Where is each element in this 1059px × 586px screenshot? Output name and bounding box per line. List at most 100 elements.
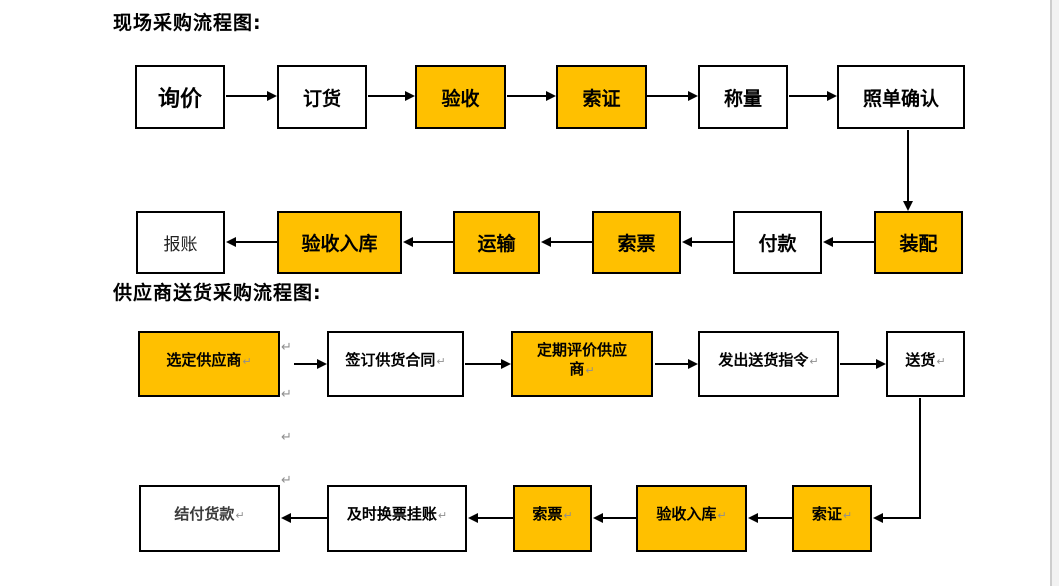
box-label: 索票: [532, 505, 563, 523]
arrow-right-icon: [317, 359, 327, 369]
arrow-left-icon: [748, 513, 758, 523]
supplier-step-invoice: 索票↵: [513, 485, 592, 552]
box-label: 照单确认: [862, 87, 939, 110]
paragraph-mark: ↵: [281, 473, 292, 488]
box-label: 结付货款: [174, 505, 235, 523]
arrow-line: [647, 95, 689, 97]
arrow-left-icon: [226, 237, 236, 247]
onsite-step-certificates: 索证: [556, 65, 647, 129]
box-label: 验收: [441, 87, 480, 110]
paragraph-mark: ↵: [281, 387, 292, 402]
arrow-right-icon: [827, 91, 837, 101]
arrow-right-icon: [876, 359, 886, 369]
arrow-right-icon: [688, 91, 698, 101]
supplier-step-contract: 签订供货合同↵: [327, 331, 464, 397]
arrow-line: [602, 517, 636, 519]
arrow-left-icon: [468, 513, 478, 523]
onsite-step-warehouse: 验收入库: [277, 211, 402, 274]
box-label: 询价: [157, 87, 202, 112]
arrow-line: [226, 95, 268, 97]
box-label: 订货: [302, 87, 341, 110]
arrow-line: [290, 517, 327, 519]
paragraph-mark: ↵: [437, 509, 448, 522]
box-label: 付款: [758, 233, 797, 255]
supplier-step-dispatch-order: 发出送货指令↵: [698, 331, 839, 397]
onsite-step-payment: 付款: [733, 211, 822, 274]
paragraph-mark: ↵: [281, 340, 292, 355]
paragraph-mark: ↵: [809, 354, 819, 368]
box-label: 选定供应商: [166, 350, 242, 369]
arrow-line: [691, 241, 733, 243]
paragraph-mark: ↵: [936, 354, 946, 368]
arrow-line: [477, 517, 513, 519]
supplier-step-warehouse: 验收入库↵: [636, 485, 747, 552]
box-label: 验收入库: [656, 505, 717, 523]
supplier-step-evaluate: 定期评价供应 商↵: [511, 331, 653, 397]
paragraph-mark: ↵: [842, 509, 853, 522]
arrow-line: [789, 95, 828, 97]
box-label: 及时换票挂账: [346, 505, 437, 523]
outside-page-area: [1052, 0, 1059, 586]
arrow-line: [832, 241, 874, 243]
arrow-right-icon: [501, 359, 511, 369]
arrow-line: [294, 363, 318, 365]
onsite-step-reimburse: 报账: [136, 211, 225, 274]
paragraph-mark: ↵: [585, 364, 595, 377]
onsite-step-inquiry: 询价: [135, 65, 225, 129]
arrow-line: [507, 95, 547, 97]
arrow-right-icon: [405, 91, 415, 101]
arrow-left-icon: [873, 513, 883, 523]
arrow-right-icon: [688, 359, 698, 369]
onsite-step-order: 订货: [277, 65, 367, 129]
box-label: 发出送货指令: [718, 350, 809, 369]
supplier-step-swap-invoice: 及时换票挂账↵: [327, 485, 467, 552]
arrow-right-icon: [267, 91, 277, 101]
box-label: 索票: [617, 233, 656, 255]
onsite-step-weighing: 称量: [698, 65, 788, 129]
connector-line: [919, 398, 921, 519]
arrow-left-icon: [403, 237, 413, 247]
box-label: 验收入库: [301, 233, 378, 255]
arrow-left-icon: [541, 237, 551, 247]
supplier-flow-title: 供应商送货采购流程图:: [113, 282, 322, 304]
arrow-line: [655, 363, 689, 365]
onsite-step-invoice: 索票: [592, 211, 681, 274]
arrow-line: [368, 95, 406, 97]
paragraph-mark: ↵: [235, 509, 245, 522]
onsite-step-confirm-order: 照单确认: [837, 65, 965, 129]
box-label: 报账: [163, 235, 198, 255]
arrow-line: [757, 517, 792, 519]
arrow-line: [235, 241, 277, 243]
arrow-left-icon: [682, 237, 692, 247]
connector-line: [882, 517, 921, 519]
paragraph-mark: ↵: [436, 354, 446, 368]
onsite-step-assembly: 装配: [874, 211, 963, 274]
paragraph-mark: ↵: [242, 354, 252, 368]
box-label: 索证: [582, 87, 621, 110]
arrow-line: [840, 363, 877, 365]
paragraph-mark: ↵: [281, 430, 292, 445]
arrow-left-icon: [823, 237, 833, 247]
box-label: 签订供货合同: [345, 350, 436, 369]
box-label: 称量: [723, 87, 762, 110]
arrow-line: [412, 241, 453, 243]
box-label-line2: 商: [569, 360, 585, 378]
supplier-step-select: 选定供应商↵: [138, 331, 280, 397]
arrow-left-icon: [281, 513, 291, 523]
box-label: 送货: [905, 350, 936, 369]
onsite-step-transport: 运输: [453, 211, 540, 274]
box-label: 定期评价供应: [536, 341, 627, 359]
onsite-flow-title: 现场采购流程图:: [113, 12, 262, 34]
arrow-right-icon: [546, 91, 556, 101]
box-label: 索证: [811, 505, 842, 523]
paragraph-mark: ↵: [563, 509, 573, 522]
arrow-down-icon: [903, 201, 913, 211]
supplier-step-settle: 结付货款↵: [139, 485, 280, 552]
arrow-left-icon: [593, 513, 603, 523]
page-edge-divider: [1050, 0, 1052, 586]
arrow-line: [465, 363, 502, 365]
arrow-line: [550, 241, 592, 243]
supplier-step-certificate: 索证↵: [792, 485, 872, 552]
box-label: 装配: [899, 233, 938, 255]
